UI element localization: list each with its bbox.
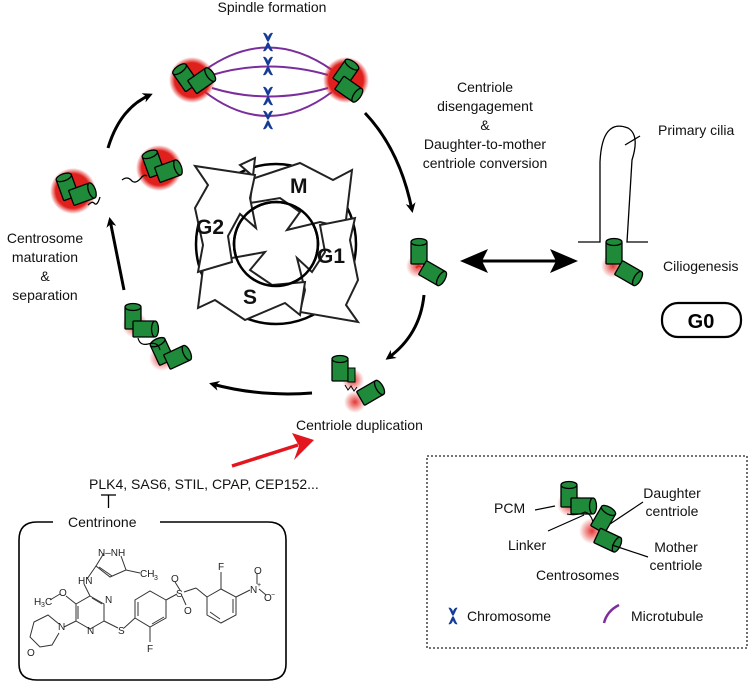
ciliogenesis-label: Ciliogenesis [663, 258, 738, 274]
separating-centrosome-left [50, 165, 101, 214]
arrow-to-maturation [106, 217, 126, 291]
regulators-label: PLK4, SAS6, STIL, CPAP, CEP152... [89, 476, 319, 492]
spindle-pole-left [169, 52, 218, 103]
svg-text:3: 3 [41, 602, 45, 609]
centriole-duplication-label: Centriole duplication [296, 417, 423, 433]
svg-text:−: − [271, 592, 275, 599]
phase-arrow-g2 [192, 164, 258, 274]
svg-text:O: O [27, 648, 35, 659]
legend-box [426, 455, 748, 649]
legend-centrosome-illustration [557, 480, 625, 555]
cell-cycle-wheel: M G1 S G2 [192, 156, 361, 326]
svg-text:maturation: maturation [12, 249, 78, 265]
svg-text:3: 3 [154, 575, 158, 582]
svg-text:F: F [147, 644, 153, 655]
svg-text:Daughter-to-mother: Daughter-to-mother [424, 136, 547, 152]
svg-text:centriole: centriole [646, 503, 699, 519]
svg-text:HN: HN [78, 576, 92, 587]
centrinone-structure [29, 552, 267, 648]
arrow-to-separation [209, 381, 313, 396]
arrow-to-g1-centrosome [363, 111, 416, 213]
primary-cilium [578, 125, 648, 243]
linked-centrosomes-g2 [122, 304, 193, 373]
chromosome-legend-icon [448, 607, 458, 625]
legend-daughter-label: Daughter centriole [643, 485, 701, 519]
basal-body-centrosome [601, 237, 646, 288]
microtubule-legend-icon [602, 603, 620, 624]
duplicating-centrosome [331, 354, 388, 413]
svg-text:&: & [480, 117, 490, 133]
svg-text:S: S [176, 589, 183, 600]
svg-text:separation: separation [12, 287, 77, 303]
svg-text:disengagement: disengagement [437, 98, 533, 114]
svg-text:Daughter: Daughter [643, 485, 701, 501]
spindle-pole-right [323, 57, 375, 104]
svg-text:Centrosome: Centrosome [7, 230, 83, 246]
legend-chromosome-label: Chromosome [467, 608, 551, 624]
svg-text:N: N [250, 585, 257, 596]
inhibition-bar [101, 494, 116, 508]
phase-label-s: S [243, 286, 257, 309]
separating-centrosome-right [121, 142, 184, 191]
disengagement-label: Centriole disengagement & Daughter-to-mo… [423, 79, 548, 171]
svg-text:+: + [257, 582, 261, 589]
primary-cilia-label: Primary cilia [658, 122, 734, 138]
svg-text:O: O [254, 566, 262, 577]
svg-text:N: N [58, 622, 65, 633]
phase-label-g2: G2 [196, 216, 224, 239]
svg-text:N: N [87, 626, 94, 637]
svg-text:CH: CH [140, 569, 154, 580]
spindle-microtubules [204, 46, 333, 117]
maturation-label: Centrosome maturation & separation [7, 230, 83, 303]
svg-text:N–NH: N–NH [98, 548, 125, 559]
svg-text:O: O [171, 574, 179, 585]
legend-linker-label: Linker [508, 537, 546, 553]
arrow-to-spindle [106, 93, 153, 149]
svg-text:G0: G0 [688, 311, 715, 333]
phase-label-m: M [290, 175, 308, 198]
g0-badge: G0 [660, 301, 743, 339]
centrinone-atoms: N–NH CH 3 HN N N O H 3 C N O S F S O O F… [27, 548, 275, 659]
svg-text:N: N [105, 595, 112, 606]
g1-centrosome [406, 237, 450, 288]
svg-text:O: O [184, 606, 192, 617]
red-activation-arrow [231, 433, 314, 468]
svg-text:O: O [264, 593, 272, 604]
spindle-formation-label: Spindle formation [218, 0, 327, 15]
legend-pcm-label: PCM [494, 500, 525, 516]
svg-text:centriole: centriole [650, 557, 703, 573]
svg-text:centriole conversion: centriole conversion [423, 155, 548, 171]
svg-text:H: H [34, 597, 41, 608]
svg-text:S: S [118, 626, 125, 637]
legend-centrosomes-label: Centrosomes [536, 567, 619, 583]
legend-mother-label: Mother centriole [650, 539, 703, 573]
centrinone-label: Centrinone [68, 514, 137, 530]
svg-text:F: F [218, 562, 224, 573]
phase-label-g1: G1 [317, 245, 345, 268]
legend-microtubule-label: Microtubule [631, 608, 704, 624]
svg-text:C: C [45, 597, 52, 608]
centrinone-box [18, 521, 287, 681]
svg-text:&: & [40, 268, 50, 284]
svg-text:Centriole: Centriole [457, 79, 513, 95]
svg-text:Mother: Mother [654, 539, 698, 555]
arrow-to-duplication [385, 294, 426, 360]
svg-text:O: O [59, 588, 67, 599]
legend-leader-lines [534, 501, 649, 558]
g1-g0-double-arrow [460, 249, 578, 273]
